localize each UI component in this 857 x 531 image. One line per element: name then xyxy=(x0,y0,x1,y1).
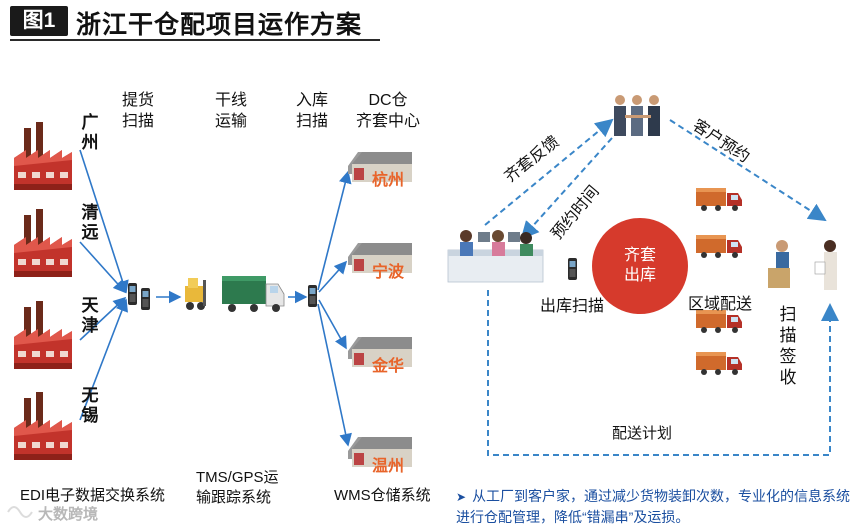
tms-system-label: TMS/GPS运输跟踪系统 xyxy=(196,469,279,506)
customer-signing-icon xyxy=(768,240,837,290)
delivery-truck-icon xyxy=(696,352,742,375)
factory-icon-guangzhou xyxy=(14,122,72,190)
right-flow-dashed-arrows xyxy=(484,118,839,456)
factory-label-tianjin: 天津 xyxy=(81,296,99,335)
delivery-truck-icon xyxy=(696,235,742,258)
scanner-to-warehouse-arrows xyxy=(317,170,352,447)
title-underline xyxy=(10,39,380,41)
call-center-icon xyxy=(447,230,544,283)
warehouse-label-wenzhou: 温州 xyxy=(372,458,405,475)
wms-system-label: WMS仓储系统 xyxy=(334,487,431,504)
watermark-text: 大数跨境 xyxy=(38,506,99,523)
edi-system-label: EDI电子数据交换系统 xyxy=(20,487,166,504)
warehouse-label-hangzhou: 杭州 xyxy=(372,172,405,189)
watermark-logo-icon xyxy=(7,506,33,518)
pickup-scanner-icon xyxy=(128,283,150,310)
header-trunk-transport: 干线运输 xyxy=(214,92,247,130)
page-title: 浙江干仓配项目运作方案 xyxy=(76,11,363,39)
outbound-scanner-icon xyxy=(568,258,577,280)
outbound-center-circle xyxy=(592,218,688,314)
figure-badge: 图1 xyxy=(10,6,68,36)
footnote: ➤从工厂到客户家，通过减少货物装卸次数，专业化的信息系统进行仓配管理，降低“错漏… xyxy=(456,488,851,525)
container-truck-icon xyxy=(222,276,285,312)
factory-label-qingyuan: 清远 xyxy=(81,203,99,242)
header-inbound-scan: 入库扫描 xyxy=(295,92,328,130)
warehouse-label-jinhua: 金华 xyxy=(372,358,405,375)
factory-icon-qingyuan xyxy=(14,209,72,277)
bullet-arrow-icon: ➤ xyxy=(456,490,467,504)
handshake-people-icon xyxy=(614,95,660,136)
warehouse-label-ningbo: 宁波 xyxy=(372,264,405,281)
factory-to-scanner-arrows xyxy=(79,149,129,421)
inbound-scanner-icon xyxy=(308,285,317,307)
delivery-truck-icon xyxy=(696,188,742,211)
outbound-scan-label: 出库扫描 xyxy=(540,298,605,315)
forklift-icon xyxy=(185,278,206,310)
factory-label-wuxi: 无锡 xyxy=(81,386,99,425)
header-dc-center: DC仓齐套中心 xyxy=(355,92,420,130)
zone-delivery-label: 区域配送 xyxy=(688,296,753,313)
factory-label-guangzhou: 广州 xyxy=(81,113,99,152)
delivery-plan-label: 配送计划 xyxy=(612,425,673,442)
scan-sign-label: 扫描签收 xyxy=(779,305,797,387)
factory-icon-wuxi xyxy=(14,392,72,460)
factory-icon-tianjin xyxy=(14,301,72,369)
header-pickup-scan: 提货扫描 xyxy=(121,92,154,130)
center-label: 齐套出库 xyxy=(623,247,656,284)
